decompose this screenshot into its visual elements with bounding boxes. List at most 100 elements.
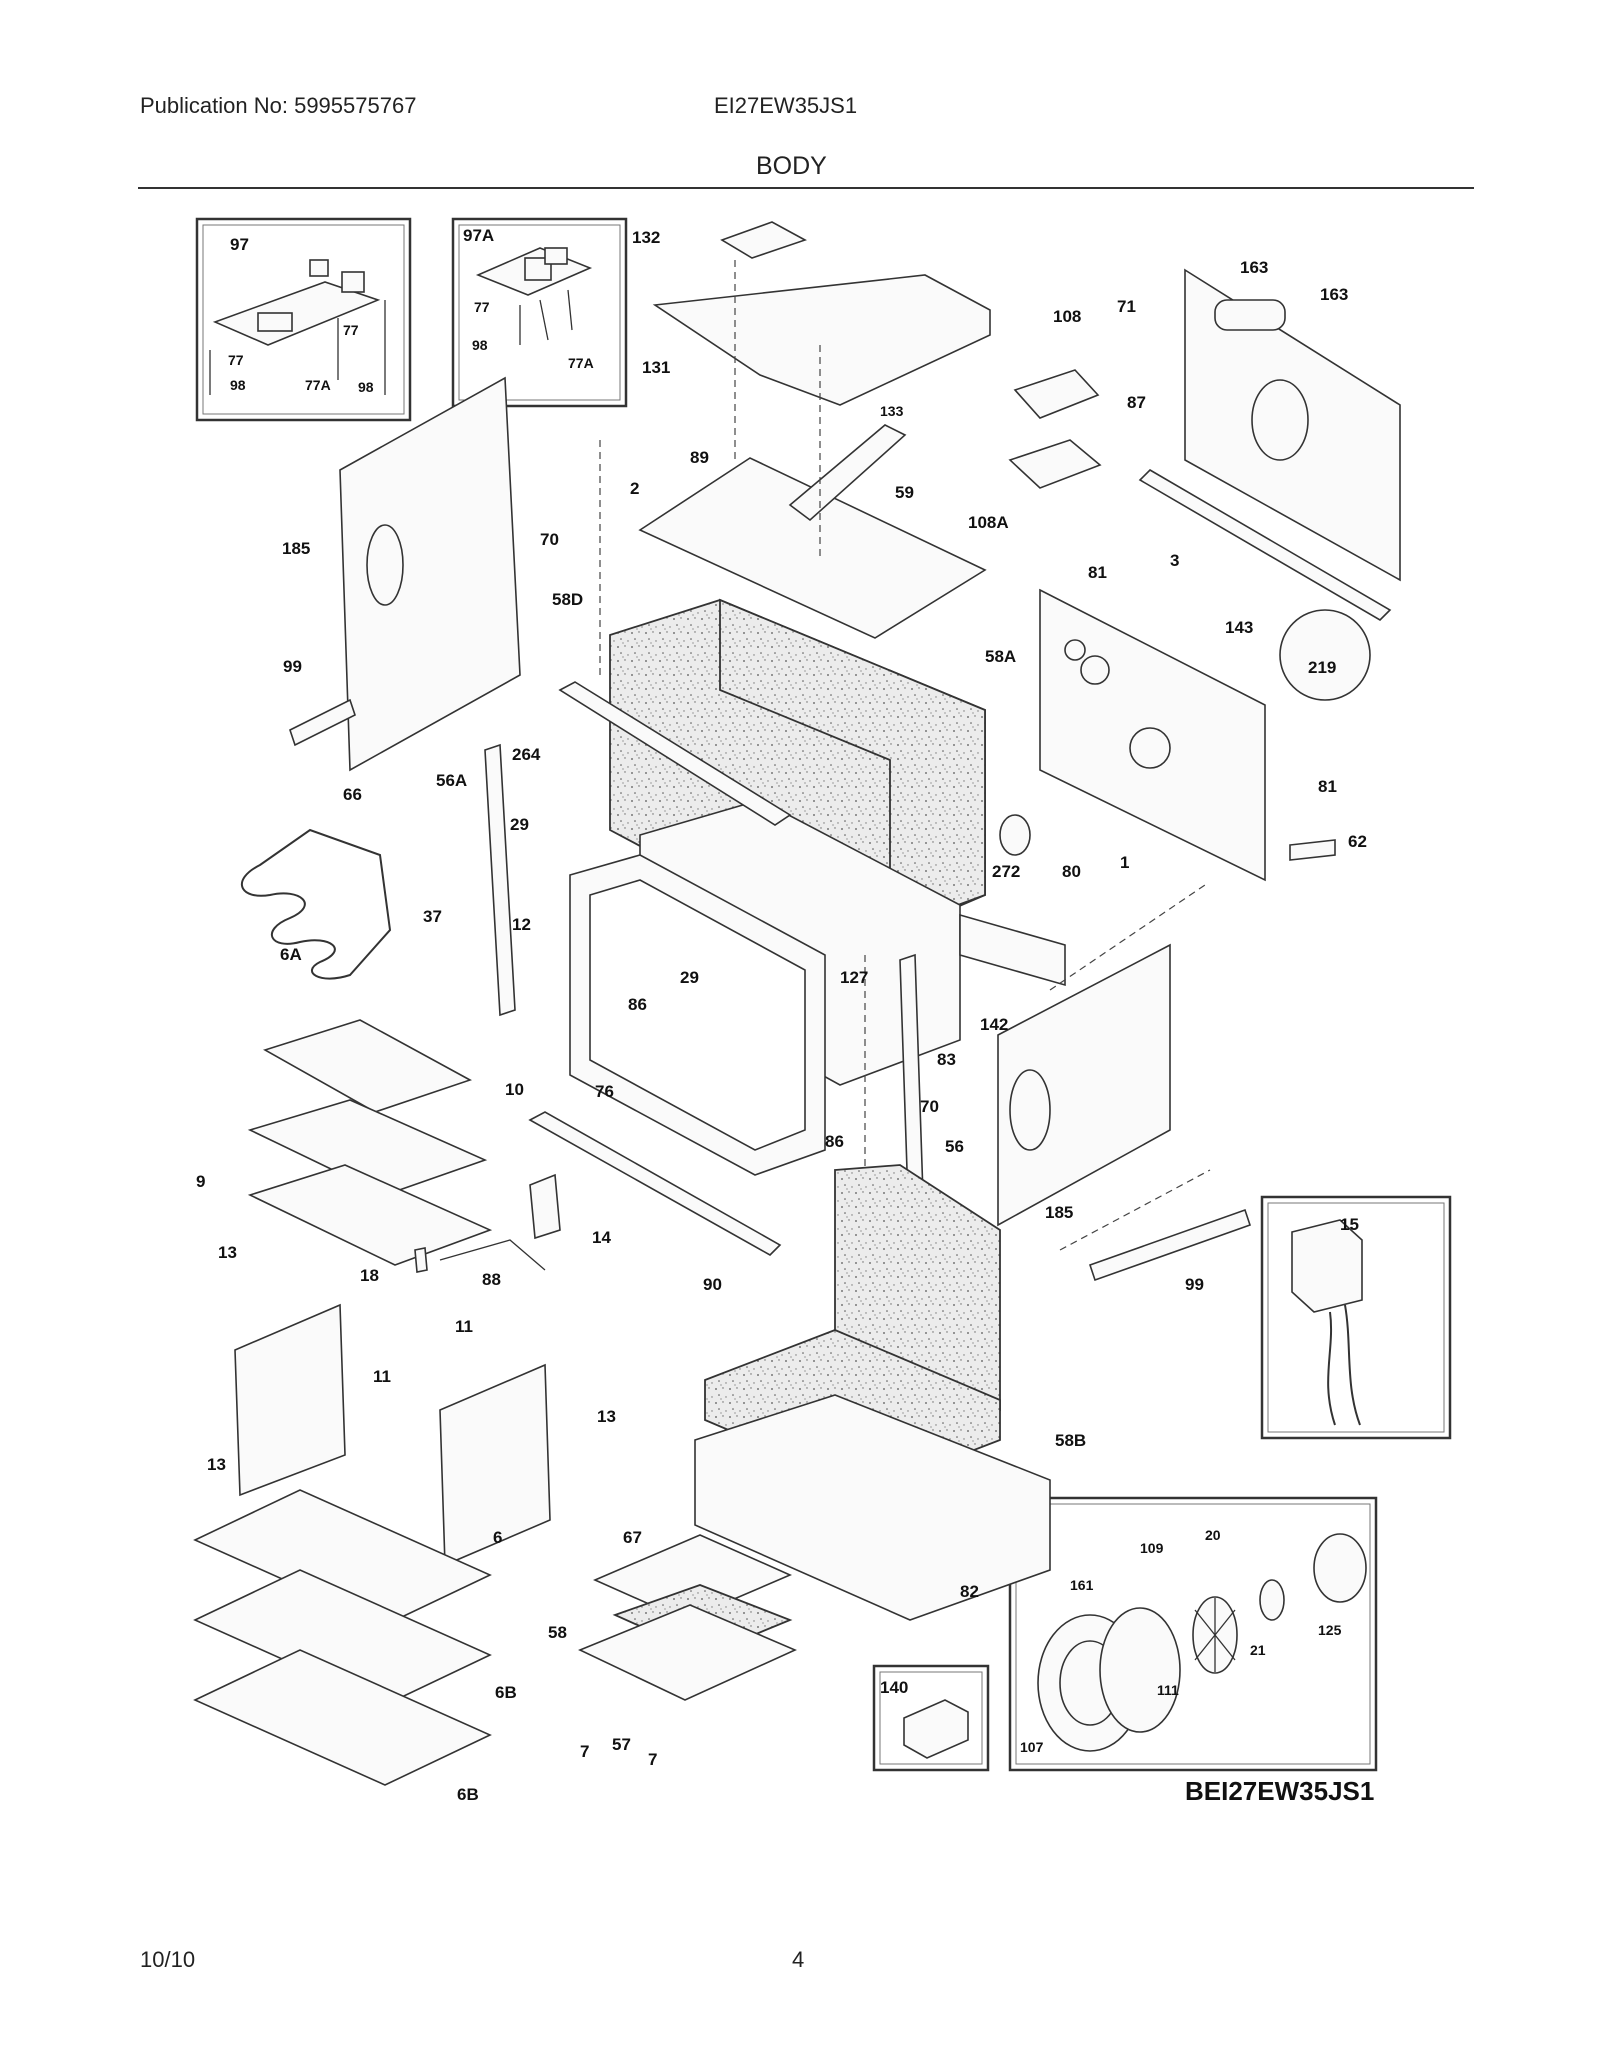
callout-6a: 6A [280, 945, 302, 964]
callout-163-b: 163 [1320, 285, 1348, 304]
part-108-switch [1013, 369, 1100, 419]
part-133-duct [788, 424, 907, 522]
callout-108a: 108A [968, 513, 1009, 532]
callout-132: 132 [632, 228, 660, 247]
callout-9: 9 [196, 1172, 205, 1191]
callout-127: 127 [840, 968, 868, 987]
callout-66: 66 [343, 785, 362, 804]
callout-56: 56 [945, 1137, 964, 1156]
callout-11: 11 [455, 1317, 473, 1336]
inset-box-control-board-97 [195, 217, 412, 422]
callout-2: 2 [630, 479, 639, 498]
callout-143: 143 [1225, 618, 1253, 637]
callout-6: 6 [493, 1528, 502, 1547]
callout-1: 1 [1120, 853, 1129, 872]
page-title: BODY [756, 152, 827, 180]
callout-185: 185 [282, 539, 310, 558]
part-9-pan [247, 1164, 493, 1266]
callout-20: 20 [1205, 1527, 1221, 1543]
callout-57: 57 [612, 1735, 631, 1754]
footer-date: 10/10 [140, 1947, 196, 1972]
diagram-code: BEI27EW35JS1 [1185, 1776, 1374, 1806]
part-70-left-panel [339, 376, 521, 772]
callout-99-b: 99 [1185, 1275, 1204, 1294]
part-132-plate [720, 221, 807, 259]
part-6b-rack-lower [193, 1649, 492, 1786]
callout-90: 90 [703, 1275, 722, 1294]
callout-18: 18 [360, 1266, 379, 1285]
callout-82: 82 [960, 1582, 979, 1601]
callout-6b: 6B [495, 1683, 517, 1702]
callout-97a: 97A [463, 226, 494, 245]
inset-box-convection-fan [1008, 1496, 1378, 1772]
callout-185-b: 185 [1045, 1203, 1073, 1222]
callout-140: 140 [880, 1678, 908, 1697]
inset-box-control-board-97a [451, 217, 628, 408]
callout-86-b: 86 [825, 1132, 844, 1151]
part-142-strip [959, 913, 1066, 987]
part-62-terminal [1289, 839, 1336, 861]
callout-58b: 58B [1055, 1431, 1086, 1450]
part-87-rail [1138, 468, 1392, 622]
callout-87: 87 [1127, 393, 1146, 412]
callout-11-b: 11 [373, 1367, 391, 1386]
callout-12: 12 [512, 915, 531, 934]
part-6a-rack [263, 1019, 472, 1113]
callout-58a: 58A [985, 647, 1016, 666]
part-57-cover [578, 1604, 797, 1701]
callout-142: 142 [980, 1015, 1008, 1034]
part-70-right-panel [997, 943, 1171, 1227]
callout-77a-b: 77A [568, 355, 594, 371]
part-11-rack-support-right [439, 1363, 551, 1567]
header-rule [138, 187, 1474, 189]
callout-111: 111 [1157, 1682, 1179, 1698]
callout-97: 97 [230, 235, 249, 254]
callout-98-c: 98 [472, 337, 488, 353]
part-99-rail-right [1088, 1208, 1252, 1282]
inset-box-bracket-140 [872, 1664, 990, 1772]
callout-62: 62 [1348, 832, 1367, 851]
callout-98-b: 98 [358, 379, 374, 395]
callout-76: 76 [595, 1082, 614, 1101]
callout-13-b: 13 [597, 1407, 616, 1426]
publication-number: Publication No: 5995575767 [140, 93, 417, 118]
callout-13: 13 [218, 1243, 237, 1262]
part-108a-bracket [1008, 439, 1102, 489]
callout-labels: 97 77 77 98 77A 98 97A 77 98 77A 132 131… [196, 226, 1367, 1804]
callout-98: 98 [230, 377, 246, 393]
callout-133: 133 [880, 403, 904, 419]
callout-77-b: 77 [228, 352, 244, 368]
callout-108: 108 [1053, 307, 1081, 326]
callout-7-b: 7 [648, 1750, 657, 1769]
part-264-trim [558, 681, 792, 826]
part-14-bracket [529, 1173, 561, 1240]
callout-70-b: 70 [920, 1097, 939, 1116]
callout-99: 99 [283, 657, 302, 676]
callout-89: 89 [690, 448, 709, 467]
part-82-bottom-pan [694, 1394, 1051, 1621]
callout-77-c: 77 [474, 299, 490, 315]
callout-83: 83 [937, 1050, 956, 1069]
callout-37: 37 [423, 907, 442, 926]
callout-29: 29 [510, 815, 529, 834]
callout-77: 77 [343, 322, 359, 338]
callout-88: 88 [482, 1270, 501, 1289]
callout-7: 7 [580, 1742, 589, 1761]
callout-29-b: 29 [680, 968, 699, 987]
part-66-bake-element [240, 828, 392, 980]
callout-219: 219 [1308, 658, 1336, 677]
callout-56a: 56A [436, 771, 467, 790]
part-131-top-cover [652, 274, 991, 406]
callout-67: 67 [623, 1528, 642, 1547]
callout-86: 86 [628, 995, 647, 1014]
callout-58: 58 [548, 1623, 567, 1642]
part-90-trim [528, 1111, 782, 1256]
part-11-rack-support-left [234, 1303, 346, 1497]
part-219-detail-circle [1279, 609, 1371, 701]
callout-6b-b: 6B [457, 1785, 479, 1804]
callout-131: 131 [642, 358, 670, 377]
part-56a-bracket [484, 743, 516, 1017]
callout-81: 81 [1088, 563, 1107, 582]
callout-264: 264 [512, 745, 541, 764]
callout-59: 59 [895, 483, 914, 502]
